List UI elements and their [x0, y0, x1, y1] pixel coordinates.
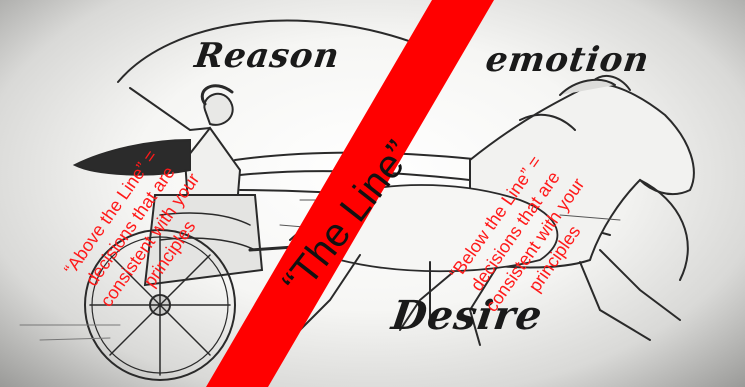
chariot-illustration: Reason emotion Desire “The Line” “Above … — [0, 0, 745, 387]
